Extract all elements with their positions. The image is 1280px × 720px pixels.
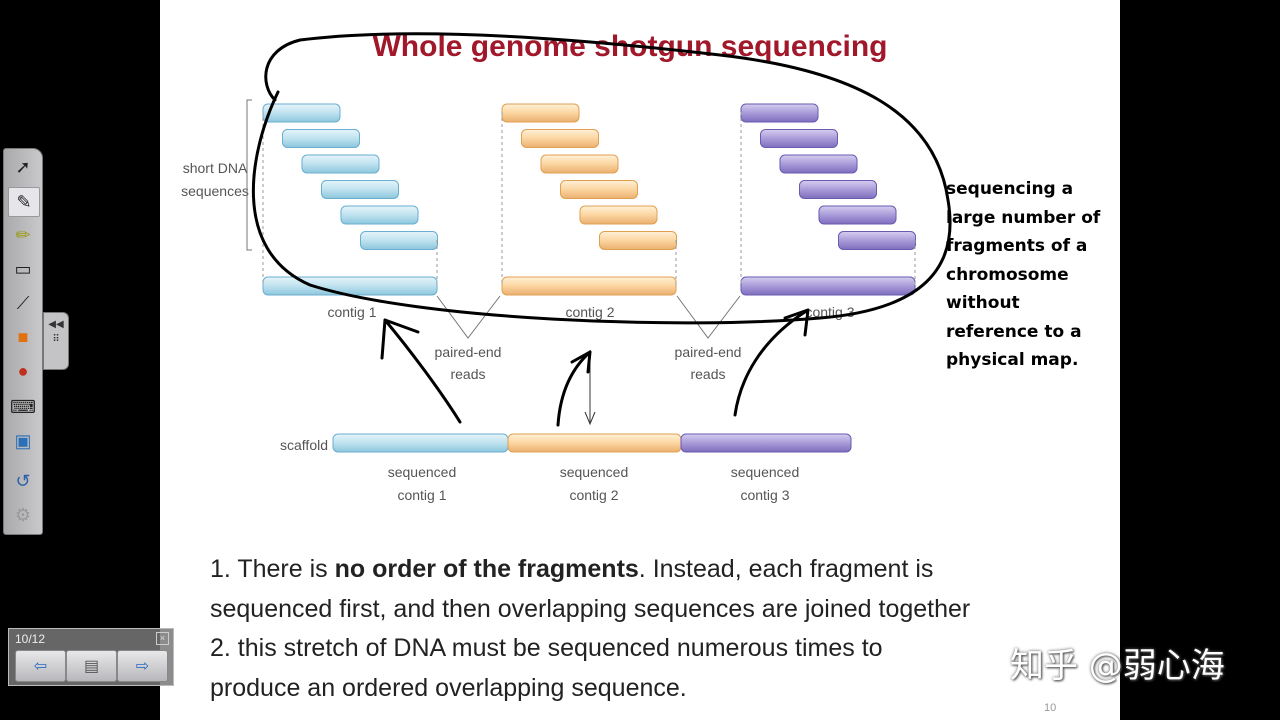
line-icon[interactable]: ⟋	[16, 292, 30, 313]
select-icon[interactable]: ➚	[15, 156, 31, 177]
read-bar-purple	[818, 205, 897, 225]
shapes-icon[interactable]: ■	[17, 326, 29, 347]
contig-bar-blue	[262, 276, 438, 296]
hand-drawn-arrow	[556, 350, 592, 427]
point-1: 1. There is no order of the fragments. I…	[210, 550, 970, 590]
sequenced-contig-label: sequenced	[560, 464, 629, 480]
side-text-line: large number of	[946, 207, 1101, 228]
read-bar-orange	[579, 205, 658, 225]
point-1-line2: sequenced first, and then overlapping se…	[210, 594, 971, 623]
paired-end-label: reads	[690, 366, 725, 382]
side-text-line: fragments of a	[946, 236, 1088, 256]
shotgun-diagram: Whole genome shotgun sequencing short DN…	[181, 30, 952, 503]
handwritten-annotations	[252, 32, 952, 427]
watermark: 知乎 @弱心海	[1010, 646, 1225, 686]
annotation-toolbar: ➚ ✎ ✏ ▭ ⟋ ■ ● ⌨ ▣ ↺ ⚙	[3, 148, 43, 535]
hand-drawn-arrow	[380, 318, 462, 424]
sequenced-contig-label: contig 1	[397, 487, 446, 503]
contig-bar-purple	[740, 276, 916, 296]
undo-icon[interactable]: ↺	[15, 470, 31, 491]
contig-label: contig 1	[327, 304, 376, 320]
bullet-points: 1. There is no order of the fragments. I…	[210, 550, 970, 708]
read-bar-blue	[340, 205, 419, 225]
collapse-toolbar-button[interactable]: ◀◀ ⠿	[43, 312, 69, 370]
text: 1. There is	[210, 555, 335, 583]
scaffold-segment-purple	[680, 433, 852, 453]
read-bar-purple	[799, 180, 877, 199]
menu-down-icon: ▤	[83, 658, 100, 675]
hand-drawn-ellipse	[252, 32, 952, 325]
next-slide-button[interactable]: ⇨	[117, 650, 168, 682]
bracket	[246, 99, 252, 251]
short-dna-label: short DNA	[183, 160, 248, 176]
scaffold-segment-orange	[507, 433, 682, 453]
sequenced-contig-label: contig 3	[740, 487, 789, 503]
arrow-right-icon: ⇨	[135, 658, 150, 675]
eraser-icon[interactable]: ▭	[14, 258, 32, 279]
contig-bar-orange	[501, 276, 677, 296]
keyboard-icon[interactable]: ⌨	[10, 396, 36, 417]
collapse-icon: ◀◀	[48, 319, 64, 330]
read-bar-purple	[740, 103, 819, 123]
hand-drawn-arrow	[733, 308, 810, 417]
read-bar-orange	[521, 129, 599, 148]
side-text-line: chromosome	[946, 264, 1069, 285]
read-bar-orange	[560, 180, 638, 199]
read-bar-purple	[760, 129, 838, 148]
slide-menu-button[interactable]: ▤	[66, 650, 117, 682]
scaffold-segment-blue	[332, 433, 509, 453]
arrow-left-icon: ⇦	[33, 658, 48, 675]
side-description: sequencing a large number of fragments o…	[946, 175, 1116, 375]
pen-icon[interactable]: ✎	[8, 187, 40, 217]
read-bar-blue	[282, 129, 360, 148]
sequenced-contig-label: contig 2	[569, 487, 618, 503]
bold-text: no order of the fragments	[334, 555, 639, 583]
read-bar-orange	[540, 154, 619, 174]
contig-label: contig 2	[565, 304, 614, 320]
side-text-line: without	[946, 293, 1020, 313]
slide-navigator: 10/12 × ⇦ ▤ ⇨	[8, 628, 174, 686]
paired-end-connector	[436, 295, 501, 339]
paired-end-label: paired-end	[435, 344, 502, 360]
notebook-icon[interactable]: ▣	[14, 430, 32, 451]
grip-icon: ⠿	[52, 334, 60, 345]
read-bar-blue	[321, 180, 399, 199]
side-text-line: sequencing a	[946, 179, 1074, 199]
slide-counter: 10/12	[15, 632, 46, 646]
short-dna-label: sequences	[181, 183, 249, 199]
text: . Instead, each fragment is	[638, 555, 934, 583]
point-2: 2. this stretch of DNA must be sequenced…	[210, 634, 883, 662]
side-text-line: physical map.	[946, 350, 1079, 370]
read-bar-purple	[838, 231, 916, 250]
page-number: 10	[1044, 702, 1057, 714]
read-bar-blue	[262, 103, 341, 123]
paired-end-label: paired-end	[675, 344, 742, 360]
settings-icon[interactable]: ⚙	[14, 504, 32, 525]
point-2-line2: produce an ordered overlapping sequence.	[210, 673, 687, 702]
previous-slide-button[interactable]: ⇦	[15, 650, 66, 682]
side-text-line: reference to a	[946, 321, 1082, 342]
presentation-slide: Whole genome shotgun sequencing short DN…	[160, 0, 1120, 720]
paired-end-label: reads	[450, 366, 485, 382]
scaffold-label: scaffold	[280, 437, 328, 453]
paired-end-connector	[676, 295, 741, 339]
read-bar-purple	[779, 154, 858, 174]
sequenced-contig-label: sequenced	[731, 464, 800, 480]
highlighter-icon[interactable]: ✏	[15, 224, 31, 245]
magic-pen-icon[interactable]: ●	[17, 360, 29, 381]
read-bar-orange	[599, 231, 677, 250]
read-bar-orange	[501, 103, 580, 123]
read-bar-blue	[360, 231, 438, 250]
read-bar-blue	[301, 154, 380, 174]
close-button[interactable]: ×	[156, 632, 169, 645]
sequenced-contig-label: sequenced	[388, 464, 457, 480]
